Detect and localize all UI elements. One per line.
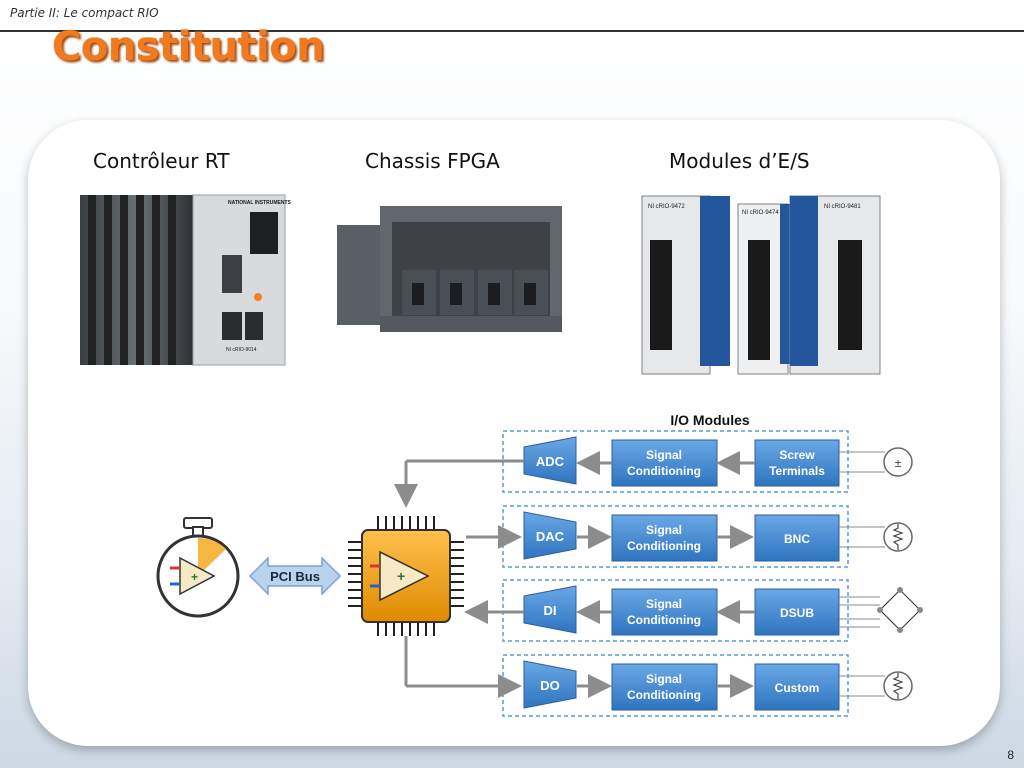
actuator-icon [883,671,913,701]
slide-title: Constitution [52,24,325,70]
crio-controller-photo: NATIONAL INSTRUMENTS NI cRIO-9014 [80,194,292,366]
pci-bus-label: PCI Bus [270,569,320,584]
bnc-label: BNC [784,532,810,546]
adc-conditioning-label-1: Signal [646,448,682,462]
screw-terminals-block [754,439,840,487]
do-conditioning-label-2: Conditioning [627,688,701,702]
di-label: DI [544,603,557,618]
controller-model-text: NI cRIO-9014 [226,347,257,353]
module-1-label: NI cRIO-9472 [648,204,685,210]
di-conditioning-label-2: Conditioning [627,613,701,627]
di-conditioning-block [611,588,718,636]
dac-label: DAC [536,529,565,544]
fpga-chassis-photo [337,206,562,332]
adc-conditioning-block [611,439,718,487]
header-section: Partie II: Le compact RIO [10,6,159,20]
custom-label: Custom [775,681,820,695]
module-3-label: NI cRIO-9481 [824,204,861,210]
module-2-label: NI cRIO-9474 [742,210,779,216]
stopwatch-icon: + [156,517,240,618]
col-label-controller: Contrôleur RT [93,149,230,173]
fpga-chip-icon: + [348,516,464,636]
adc-conditioning-label-2: Conditioning [627,464,701,478]
di-conditioning-label-1: Signal [646,597,682,611]
io-modules-photo: NI cRIO-9472 NI cRIO-9474 NI cRIO-9481 [641,195,881,375]
bridge-sensor-icon [877,587,923,633]
do-conditioning-label-1: Signal [646,672,682,686]
page-number: 8 [1007,748,1014,762]
do-conditioning-block [611,663,718,711]
screw-terminals-label-2: Terminals [769,464,825,478]
pci-bus-arrow [248,556,342,596]
svg-text:±: ± [895,456,902,470]
do-block [523,660,577,709]
col-label-chassis: Chassis FPGA [365,149,500,173]
svg-text:+: + [191,570,198,584]
dsub-block [754,588,840,636]
bnc-block [754,514,840,562]
dsub-label: DSUB [780,606,814,620]
dac-conditioning-block [611,514,718,562]
dac-conditioning-label-2: Conditioning [627,539,701,553]
dac-conditioning-label-1: Signal [646,523,682,537]
dac-block [523,511,577,560]
adc-block [523,436,577,485]
adc-label: ADC [536,454,565,469]
diagram-title: I/O Modules [670,412,750,428]
resistor-sensor-icon [883,522,913,552]
voltage-source-icon: ± [883,447,913,477]
svg-text:+: + [397,568,405,584]
header-divider [0,30,1024,32]
controller-brand-text: NATIONAL INSTRUMENTS [228,200,292,206]
screw-terminals-label-1: Screw [779,448,815,462]
col-label-modules: Modules d’E/S [669,149,810,173]
custom-block [754,663,840,711]
di-block [523,585,577,634]
do-label: DO [540,678,560,693]
